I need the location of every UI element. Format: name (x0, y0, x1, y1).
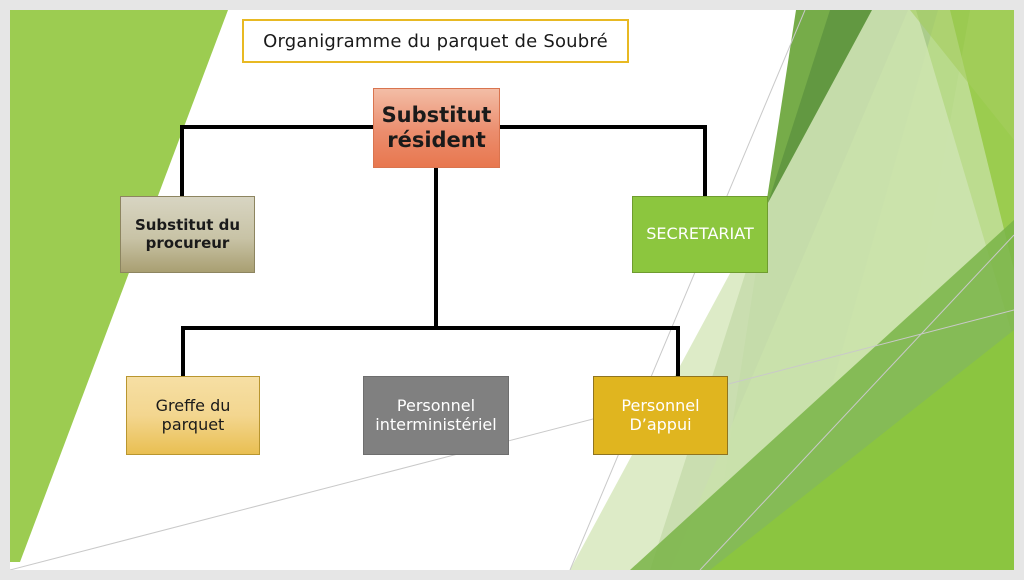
slide-canvas: Organigramme du parquet de Soubré Substi… (10, 10, 1014, 570)
connector-appui-drop (676, 326, 680, 378)
connector-greffe-drop (181, 326, 185, 378)
decor-hairline-1 (569, 10, 806, 570)
node-secretariat[interactable]: SECRETARIAT (632, 196, 768, 273)
node-greffe-du-parquet[interactable]: Greffe du parquet (126, 376, 260, 455)
page-title: Organigramme du parquet de Soubré (263, 30, 608, 52)
node-personnel-interministeriel-label: Personnel interministériel (375, 395, 497, 434)
node-substitut-du-procureur-label: Substitut du procureur (134, 215, 241, 252)
node-personnel-interministeriel[interactable]: Personnel interministériel (363, 376, 509, 455)
decor-hairline-2 (10, 309, 1014, 570)
node-substitut-du-procureur[interactable]: Substitut du procureur (120, 196, 255, 273)
node-personnel-dappui[interactable]: Personnel D’appui (593, 376, 728, 455)
connector-root-right-horizontal (497, 125, 707, 129)
slide-title-box: Organigramme du parquet de Soubré (242, 19, 629, 63)
node-secretariat-label: SECRETARIAT (646, 224, 754, 244)
connector-root-left-horizontal (180, 125, 376, 129)
node-substitut-resident-label: Substitut résident (381, 103, 492, 152)
node-personnel-dappui-label: Personnel D’appui (621, 395, 700, 434)
decor-left-wedge (10, 10, 228, 562)
decor-right-light-streak (910, 10, 1014, 140)
connector-bottom-bus (181, 326, 680, 330)
decor-right-mid-2 (710, 330, 1014, 570)
decorative-background-art (10, 10, 1014, 570)
node-substitut-resident[interactable]: Substitut résident (373, 88, 500, 168)
connector-left-vertical-drop (180, 125, 184, 198)
decor-hairline-3 (699, 234, 1014, 570)
connector-right-vertical-drop (703, 125, 707, 198)
node-greffe-du-parquet-label: Greffe du parquet (155, 395, 231, 434)
connector-root-stem-down (434, 166, 438, 329)
